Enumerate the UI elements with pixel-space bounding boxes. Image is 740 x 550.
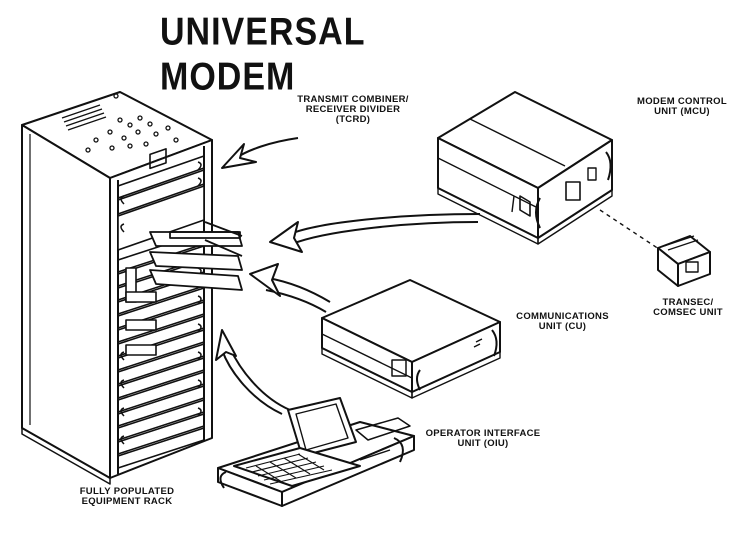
label-cu-line: COMMUNICATIONS: [516, 311, 609, 322]
label-oiu: OPERATOR INTERFACE UNIT (OIU): [423, 429, 543, 449]
label-tcrd: TRANSMIT COMBINER/ RECEIVER DIVIDER (TCR…: [288, 95, 418, 125]
label-mcu-line: UNIT (MCU): [654, 106, 710, 117]
label-tcrd-line: (TCRD): [335, 114, 371, 125]
label-cu: COMMUNICATIONS UNIT (CU): [505, 312, 620, 332]
operator-interface-unit: [218, 398, 414, 506]
diagram-title: UNIVERSAL MODEM: [160, 10, 365, 99]
arrow-cu-to-rack: [250, 264, 330, 312]
modem-control-unit: [438, 92, 612, 244]
communications-unit: [322, 280, 500, 398]
label-rack-line: EQUIPMENT RACK: [81, 496, 173, 507]
label-rack-line: FULLY POPULATED: [79, 486, 175, 497]
label-comsec-line: COMSEC UNIT: [653, 307, 723, 318]
label-rack: FULLY POPULATED EQUIPMENT RACK: [62, 487, 192, 507]
equipment-rack: [22, 92, 242, 484]
label-mcu: MODEM CONTROL UNIT (MCU): [632, 97, 732, 117]
arrow-oiu-to-rack: [216, 330, 290, 414]
arrow-mcu-to-rack: [270, 214, 480, 252]
arrow-tcrd-to-rack: [222, 138, 298, 168]
label-comsec-line: TRANSEC/: [662, 297, 714, 308]
label-cu-line: UNIT (CU): [538, 321, 587, 332]
label-tcrd-line: TRANSMIT COMBINER/: [297, 94, 409, 105]
label-oiu-line: OPERATOR INTERFACE: [425, 428, 541, 439]
label-oiu-line: UNIT (OIU): [457, 438, 509, 449]
transec-comsec-unit: [658, 236, 710, 286]
label-mcu-line: MODEM CONTROL: [637, 96, 727, 107]
mcu-to-comsec-link: [600, 210, 668, 255]
label-tcrd-line: RECEIVER DIVIDER: [305, 104, 401, 115]
label-comsec: TRANSEC/ COMSEC UNIT: [638, 298, 738, 318]
